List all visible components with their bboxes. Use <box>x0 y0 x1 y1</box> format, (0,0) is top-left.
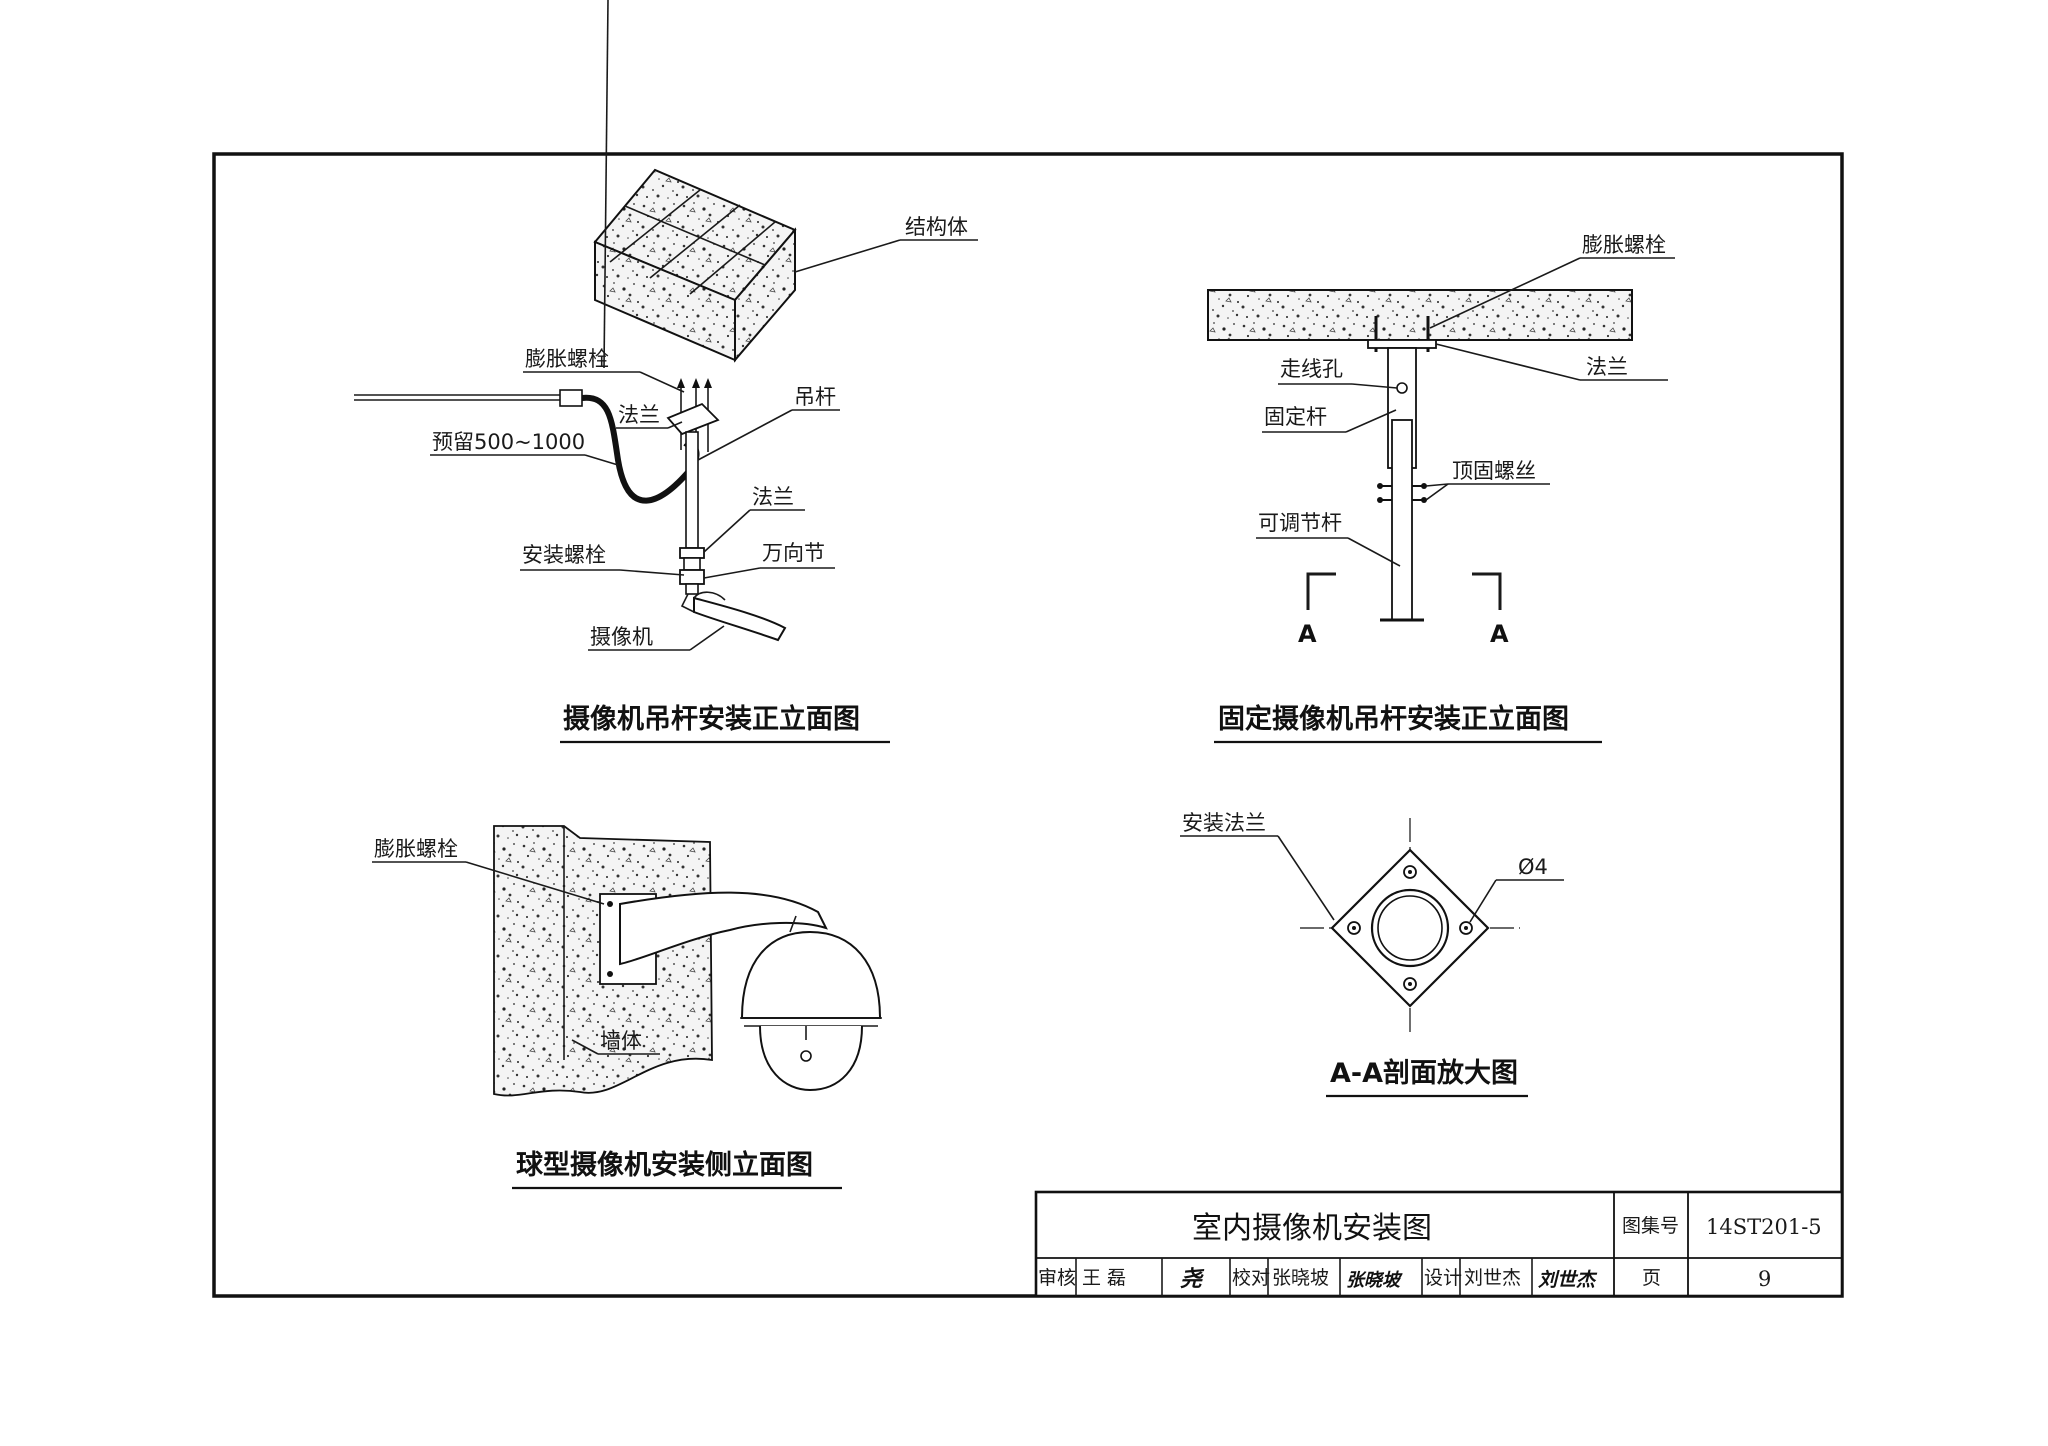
designer-name: 刘世杰 <box>1464 1267 1521 1289</box>
structural-block <box>593 168 797 363</box>
svg-text:A: A <box>1490 620 1509 648</box>
label-wall: 墙体 <box>600 1029 642 1053</box>
drawing-dome-camera: 膨胀螺栓 墙体 球型摄像机安装侧立面图 <box>372 825 882 1190</box>
section-marker-left: A <box>1298 572 1336 648</box>
cable-connector <box>559 389 583 407</box>
designer-signature: 刘世杰 <box>1538 1269 1598 1291</box>
label-boom: 吊杆 <box>794 385 836 409</box>
label-cable-hole: 走线孔 <box>1280 357 1343 381</box>
top-flange <box>666 402 720 436</box>
cable-hole <box>1396 382 1408 394</box>
reviewer-name: 王 磊 <box>1082 1267 1126 1289</box>
flange-bolt-holes <box>1347 865 1473 991</box>
label-expansion-bolt-2: 膨胀螺栓 <box>1582 233 1666 257</box>
label-mount-flange: 安装法兰 <box>1182 811 1266 835</box>
label-camera: 摄像机 <box>590 625 653 649</box>
svg-text:A: A <box>1298 620 1317 648</box>
boom-pole <box>685 431 699 549</box>
label-universal-joint: 万向节 <box>762 541 825 565</box>
camera-arm <box>619 891 828 966</box>
drawing-boom-mount: 结构体 膨胀螺栓 <box>354 0 978 744</box>
checker-signature: 张晓坡 <box>1346 1270 1403 1291</box>
universal-joint <box>679 569 705 585</box>
label-structure: 结构体 <box>905 215 968 239</box>
drawing-title: 室内摄像机安装图 <box>1192 1211 1432 1246</box>
review-label: 审核 <box>1038 1267 1076 1289</box>
set-screws <box>1377 483 1427 503</box>
label-expansion-bolt-1: 膨胀螺栓 <box>525 347 609 371</box>
page-number: 9 <box>1758 1267 1771 1291</box>
drawing-fixed-boom: A A 膨胀螺栓 法兰 走线孔 固定杆 顶固螺丝 可调节杆 固定摄像机吊杆安装正… <box>1207 233 1675 744</box>
reviewer-signature: 尧 <box>1180 1266 1205 1292</box>
middle-flange <box>679 547 705 559</box>
label-middle-flange: 法兰 <box>752 485 794 509</box>
title-block: 室内摄像机安装图 图集号 14ST201-5 审核 王 磊 尧 校对 张晓坡 张… <box>1034 1190 1844 1298</box>
drawing-section-aa: 安装法兰 Ø4 A-A剖面放大图 <box>1180 811 1564 1098</box>
ceiling-slab <box>1207 289 1633 341</box>
caption-section-aa: A-A剖面放大图 <box>1330 1057 1518 1089</box>
label-flange-2: 法兰 <box>1586 355 1628 379</box>
label-adjustable-rod: 可调节杆 <box>1258 511 1342 535</box>
check-label: 校对 <box>1232 1267 1270 1289</box>
dome-camera <box>740 915 882 1092</box>
sheet-border <box>212 152 1844 1298</box>
section-marker-right: A <box>1472 572 1509 648</box>
label-reserve: 预留500~1000 <box>432 430 585 454</box>
label-diameter: Ø4 <box>1518 855 1548 879</box>
adjustable-rod <box>1391 419 1413 621</box>
label-top-flange: 法兰 <box>618 403 660 427</box>
caption-dome-camera: 球型摄像机安装侧立面图 <box>516 1149 813 1181</box>
label-mount-bolt: 安装螺栓 <box>522 543 606 567</box>
atlas-number: 14ST201-5 <box>1706 1215 1822 1239</box>
caption-boom-mount: 摄像机吊杆安装正立面图 <box>563 703 860 735</box>
camera-body <box>680 591 787 642</box>
caption-fixed-boom: 固定摄像机吊杆安装正立面图 <box>1218 703 1569 735</box>
atlas-number-label: 图集号 <box>1622 1215 1679 1237</box>
label-set-screw: 顶固螺丝 <box>1452 459 1536 483</box>
label-fixed-rod: 固定杆 <box>1264 405 1327 429</box>
page-label: 页 <box>1642 1267 1661 1289</box>
label-expansion-bolt-3: 膨胀螺栓 <box>374 837 458 861</box>
checker-name: 张晓坡 <box>1272 1267 1329 1289</box>
ceiling-flange <box>1367 339 1437 349</box>
design-label: 设计 <box>1424 1267 1462 1289</box>
